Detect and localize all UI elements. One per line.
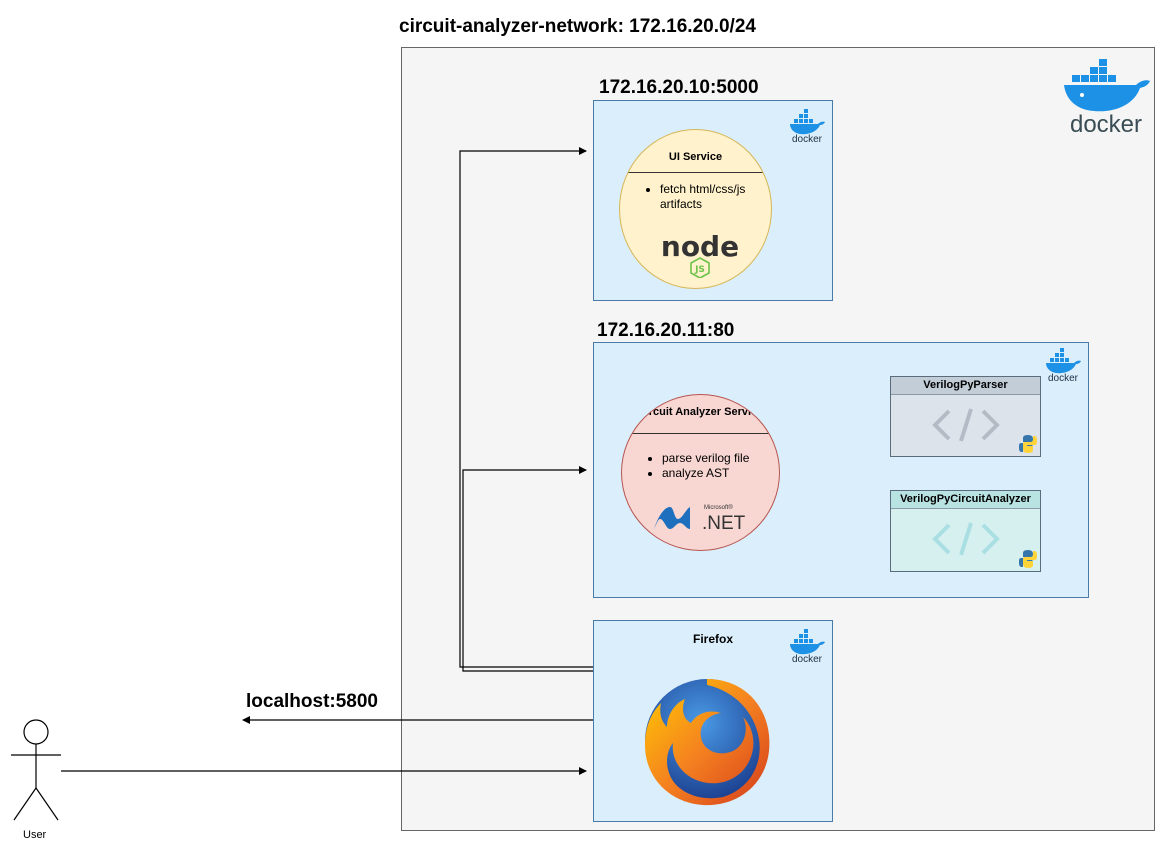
analyzer-service-circle: Circuit Analyzer Service parse verilog f… xyxy=(621,394,780,551)
library-verilogpycircuitanalyzer: VerilogPyCircuitAnalyzer xyxy=(890,490,1041,572)
code-icon xyxy=(932,408,1000,442)
firefox-logo-icon xyxy=(645,679,770,806)
firefox-title: Firefox xyxy=(692,632,733,646)
ui-service-bullets: fetch html/css/js artifacts xyxy=(642,182,771,212)
docker-icon-label: docker xyxy=(792,654,823,663)
analyzer-service-divider xyxy=(628,433,773,434)
analyzer-container: docker Circuit Analyzer Service parse ve… xyxy=(593,342,1089,598)
user-actor-icon xyxy=(11,719,61,821)
user-label: User xyxy=(23,829,47,841)
python-icon xyxy=(1019,435,1037,453)
analyzer-container-address: 172.16.20.11:80 xyxy=(597,320,735,341)
connector-firefox-to-ui xyxy=(459,147,593,668)
code-icon xyxy=(932,522,1000,556)
ui-container-address: 172.16.20.10:5000 xyxy=(599,77,759,98)
localhost-label: localhost:5800 xyxy=(246,691,378,712)
docker-logo: docker xyxy=(1064,59,1150,135)
ui-container: docker UI Service fetch html/css/js arti… xyxy=(593,100,833,301)
docker-whale-icon xyxy=(1064,59,1150,112)
library-verilogpyparser: VerilogPyParser xyxy=(890,376,1041,457)
analyzer-service-bullets: parse verilog file analyze AST xyxy=(644,451,779,481)
docker-icon: docker xyxy=(790,109,825,143)
nodejs-logo: node JS xyxy=(661,230,739,278)
dotnet-wave-icon xyxy=(654,507,690,529)
nodejs-hexagon-icon xyxy=(690,257,710,278)
dotnet-logo: Microsoft® .NET xyxy=(654,504,746,534)
nodejs-logo-sub: JS xyxy=(694,265,705,275)
docker-icon-label: docker xyxy=(792,134,823,143)
network-title: circuit-analyzer-network: 172.16.20.0/24 xyxy=(399,16,756,37)
docker-icon: docker xyxy=(1046,348,1081,382)
docker-icon-label: docker xyxy=(1048,373,1079,382)
firefox-container: Firefox docker xyxy=(593,620,833,822)
ui-service-bullet: fetch html/css/js artifacts xyxy=(660,182,771,212)
python-icon xyxy=(1019,550,1037,568)
dotnet-logo-text: .NET xyxy=(702,513,746,534)
docker-logo-text: docker xyxy=(1070,111,1142,135)
docker-icon: docker xyxy=(790,629,825,663)
library-verilogpyparser-title: VerilogPyParser xyxy=(891,377,1040,395)
library-verilogpycircuitanalyzer-title: VerilogPyCircuitAnalyzer xyxy=(891,491,1040,509)
analyzer-service-title: Circuit Analyzer Service xyxy=(637,406,764,418)
analyzer-service-bullet: analyze AST xyxy=(662,466,779,481)
ui-service-divider xyxy=(628,172,763,173)
connector-firefox-to-analyzer xyxy=(462,466,593,672)
dotnet-logo-small: Microsoft® xyxy=(704,504,733,511)
analyzer-service-bullet: parse verilog file xyxy=(662,451,779,466)
ui-service-circle: UI Service fetch html/css/js artifacts n… xyxy=(619,129,772,289)
ui-service-title: UI Service xyxy=(668,151,723,163)
